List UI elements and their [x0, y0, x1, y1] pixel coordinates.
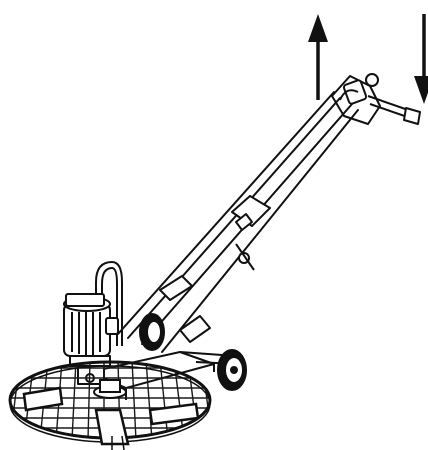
wheel-icon [139, 313, 165, 351]
motor-icon [63, 293, 119, 385]
shaft-clamps [159, 195, 271, 343]
arrow-up-icon [308, 14, 328, 100]
control-handle [331, 73, 421, 125]
arrow-down-icon [414, 14, 428, 104]
lift-handle [95, 260, 123, 346]
wheel-icon [217, 349, 247, 391]
